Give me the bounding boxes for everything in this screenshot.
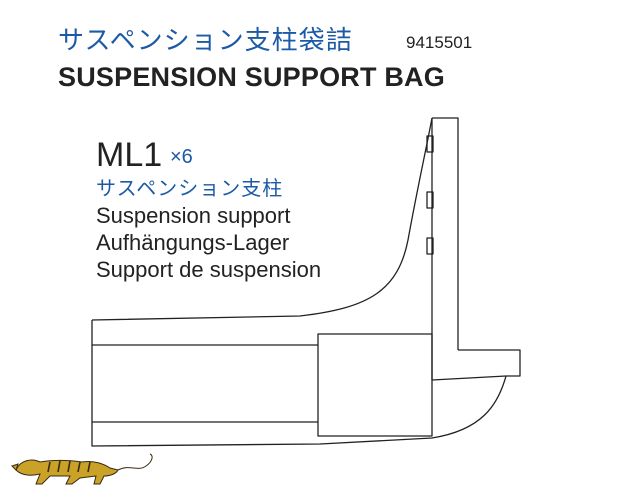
shaft-collar — [317, 333, 433, 437]
support-curve-outline — [91, 117, 433, 321]
support-base-outline — [91, 320, 507, 447]
part-code: ML1 — [96, 136, 163, 174]
page-title-english: SUSPENSION SUPPORT BAG — [58, 62, 445, 92]
plate-bottom-edge — [431, 375, 507, 381]
plate-tab-2 — [426, 191, 434, 209]
plate-tab-3 — [426, 237, 434, 255]
part-name-japanese: サスペンション支柱 — [96, 176, 284, 200]
page-title-japanese: サスペンション支柱袋詰 — [58, 26, 353, 56]
part-name-english: Suspension support — [96, 203, 291, 228]
part-quantity: ×6 — [170, 146, 193, 168]
support-plate-outline — [432, 117, 459, 350]
part-name-german: Aufhängungs-Lager — [96, 230, 290, 255]
part-name-french: Support de suspension — [96, 257, 322, 282]
support-flange-outline — [458, 349, 521, 377]
tiger-icon — [11, 453, 153, 485]
plate-tab-1 — [426, 135, 434, 153]
part-number: 9415501 — [406, 33, 473, 52]
